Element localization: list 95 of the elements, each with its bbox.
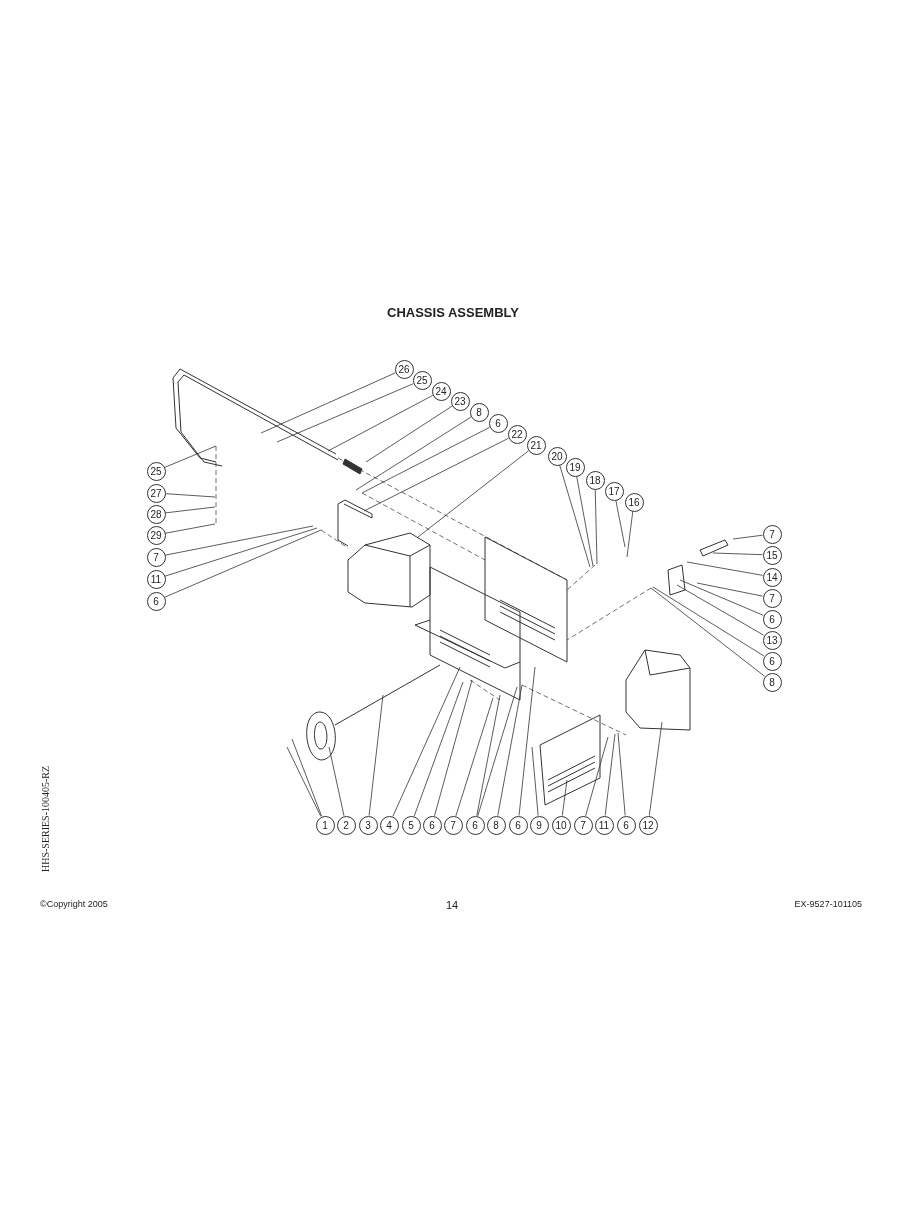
leader-line: [164, 445, 217, 468]
leader-line: [260, 372, 396, 434]
callout-number: 29: [146, 525, 166, 545]
leader-line: [476, 694, 501, 817]
callout-number: 6: [762, 651, 782, 671]
doc-code: HHS-SERIES-100405-RZ: [40, 765, 51, 872]
leader-line: [392, 666, 461, 817]
leader-line: [686, 561, 764, 576]
callout-number: 22: [507, 424, 527, 444]
leader-line: [368, 694, 384, 816]
leader-line: [531, 746, 539, 816]
callout-number: 3: [358, 815, 378, 835]
callout-number: 12: [638, 815, 658, 835]
leader-line: [276, 383, 414, 443]
callout-number: 11: [146, 569, 166, 589]
callout-number: 7: [443, 815, 463, 835]
callout-number: 24: [431, 381, 451, 401]
callout-number: 27: [146, 483, 166, 503]
callout-number: 10: [551, 815, 571, 835]
callout-number: 11: [594, 815, 614, 835]
callout-number: 7: [762, 588, 782, 608]
callout-number: 17: [604, 481, 624, 501]
leader-line: [434, 679, 473, 817]
callout-number: 6: [762, 609, 782, 629]
leader-line: [291, 738, 322, 817]
leader-line: [650, 587, 765, 677]
leader-line: [327, 395, 433, 452]
callout-number: 25: [146, 461, 166, 481]
leader-line: [164, 525, 314, 556]
leader-line: [576, 475, 594, 567]
callout-number: 18: [585, 470, 605, 490]
leader-line: [626, 511, 634, 558]
callout-number: 7: [573, 815, 593, 835]
leader-line: [286, 746, 322, 817]
callout-number: 28: [146, 504, 166, 524]
callout-number: 7: [762, 524, 782, 544]
leader-line: [165, 506, 216, 514]
leader-line: [648, 721, 663, 816]
callout-number: 19: [565, 457, 585, 477]
callout-number: 2: [336, 815, 356, 835]
leader-line: [617, 732, 626, 816]
callout-number: 14: [762, 567, 782, 587]
leader-line: [165, 493, 216, 498]
leader-line: [615, 499, 626, 548]
callout-number: 1: [315, 815, 335, 835]
callout-number: 5: [401, 815, 421, 835]
leader-line: [518, 666, 536, 816]
callout-number: 21: [526, 435, 546, 455]
callout-number: 6: [488, 413, 508, 433]
callout-number: 6: [465, 815, 485, 835]
leader-line: [497, 684, 523, 817]
leader-line: [164, 523, 216, 534]
leader-line: [732, 534, 763, 540]
callout-number: 9: [529, 815, 549, 835]
leader-line: [712, 552, 763, 556]
callout-number: 4: [379, 815, 399, 835]
page-number: 14: [446, 899, 459, 911]
callout-number: 15: [762, 545, 782, 565]
callout-number: 23: [450, 391, 470, 411]
callout-number: 8: [762, 672, 782, 692]
leader-line: [604, 733, 616, 816]
leader-line: [477, 686, 518, 817]
title: CHASSIS ASSEMBLY: [386, 305, 520, 320]
leader-line: [328, 746, 345, 817]
leader-line: [561, 779, 568, 816]
callout-number: 8: [486, 815, 506, 835]
leader-line: [164, 529, 322, 598]
leader-line: [455, 697, 494, 817]
leader-line: [679, 579, 764, 616]
document-number: EX-9527-101105: [794, 899, 862, 909]
callout-number: 25: [412, 370, 432, 390]
callout-number: 7: [146, 547, 166, 567]
leader-line: [361, 426, 490, 494]
leader-line: [676, 584, 765, 636]
callout-number: 6: [146, 591, 166, 611]
callout-number: 13: [762, 630, 782, 650]
callout-number: 6: [422, 815, 442, 835]
callout-number: 26: [394, 359, 414, 379]
leader-line: [365, 405, 453, 463]
callout-number: 20: [547, 446, 567, 466]
leader-line: [363, 437, 509, 512]
leader-line: [164, 527, 318, 577]
leader-line: [417, 450, 529, 538]
leader-line: [355, 416, 472, 491]
callout-number: 8: [469, 402, 489, 422]
callout-number: 16: [624, 492, 644, 512]
leader-line: [585, 736, 609, 817]
copyright-note: ©Copyright 2005: [40, 899, 108, 909]
leader-line: [559, 464, 591, 568]
leader-line: [413, 681, 464, 817]
leader-line: [594, 489, 598, 565]
callout-number: 6: [508, 815, 528, 835]
leader-line: [652, 586, 765, 657]
leader-line: [696, 582, 764, 597]
callout-number: 6: [616, 815, 636, 835]
